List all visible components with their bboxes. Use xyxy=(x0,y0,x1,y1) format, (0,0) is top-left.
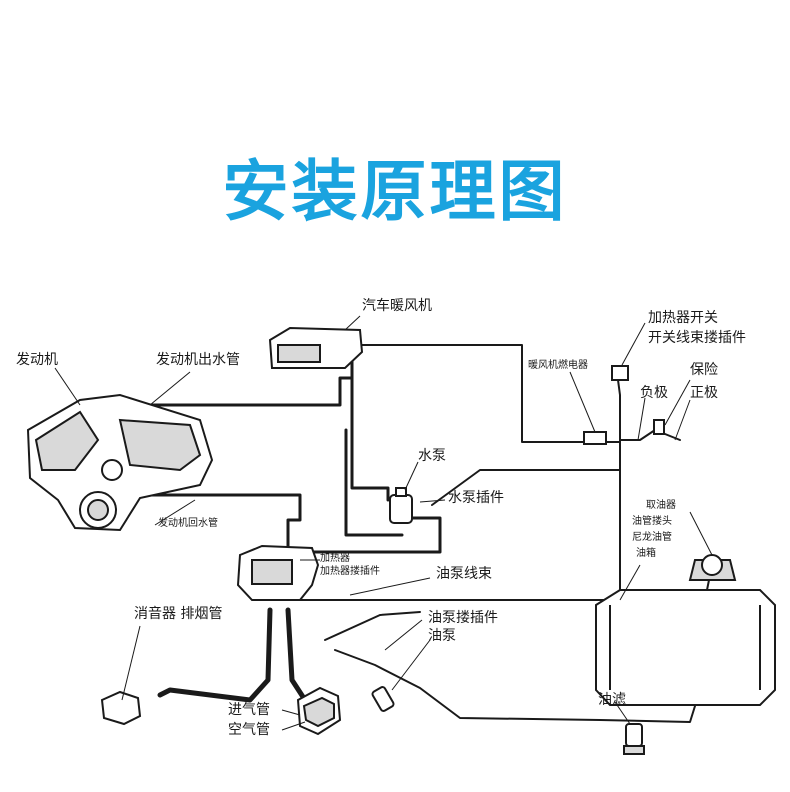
pipe-engine-return xyxy=(128,493,302,550)
heater-unit-shape xyxy=(236,544,320,601)
label-heater: 加热器 xyxy=(320,553,350,564)
wire-fuel-pump xyxy=(324,611,421,641)
leader-engine-outlet xyxy=(149,371,191,406)
label-fuel-pump: 油泵 xyxy=(428,628,456,644)
leader-relay xyxy=(569,371,596,433)
label-fan-relay: 暖风机燃电器 xyxy=(528,360,588,371)
page-title: 安装原理图 xyxy=(222,153,568,230)
leader-positive xyxy=(674,399,691,441)
leader-tank xyxy=(619,564,641,601)
leader-pump xyxy=(391,639,431,691)
label-engine-water-return: 发动机回水管 xyxy=(158,518,218,529)
leader-intake xyxy=(281,709,301,716)
label-water-pump-connector: 水泵插件 xyxy=(448,490,504,506)
label-engine: 发动机 xyxy=(16,352,58,368)
label-fuel-pickup: 取油器 xyxy=(646,500,676,511)
label-fuel-pump-harness: 油泵线束 xyxy=(436,566,492,582)
leader-pump-harness xyxy=(349,577,431,596)
air-filter-shape xyxy=(296,686,342,736)
label-heater-switch: 加热器开关 xyxy=(648,310,718,326)
label-negative: 负极 xyxy=(640,385,668,401)
leader-engine xyxy=(54,367,81,406)
wire-battery xyxy=(619,429,681,441)
fuel-pump-shape xyxy=(371,686,395,712)
wire-switch xyxy=(617,379,621,441)
leader-water-pump xyxy=(404,461,419,491)
fuel-filter-shape xyxy=(623,723,645,755)
engine-shape xyxy=(26,393,214,532)
label-fuel-pipe-connector: 油管搂头 xyxy=(632,516,672,527)
wire-pump-line xyxy=(431,469,621,506)
leader-negative xyxy=(637,397,646,441)
car-heater-box xyxy=(268,326,364,369)
exhaust-hose xyxy=(157,607,273,703)
pipe-left-loop xyxy=(344,428,404,537)
leader-car-heater xyxy=(344,315,361,331)
label-fuel-filter: 油滤 xyxy=(598,692,626,708)
wire-heater-harness xyxy=(361,344,621,443)
leader-switch xyxy=(621,322,646,366)
muffler-shape xyxy=(100,690,142,726)
label-intake-pipe: 进气管 xyxy=(228,702,270,718)
label-muffler-exhaust: 消音器 排烟管 xyxy=(134,606,223,622)
label-air-pipe: 空气管 xyxy=(228,722,270,738)
label-positive: 正极 xyxy=(690,385,718,401)
leader-return xyxy=(154,499,196,526)
label-engine-water-outlet: 发动机出水管 xyxy=(156,352,240,368)
label-fuel-tank: 油箱 xyxy=(636,548,656,559)
label-switch-harness-connector: 开关线束搂插件 xyxy=(648,330,746,346)
intake-hose xyxy=(285,607,308,703)
leader-filter xyxy=(614,701,631,725)
leader-muffler xyxy=(121,625,141,701)
leader-pump-conn xyxy=(384,619,423,651)
water-pump-shape xyxy=(389,487,413,524)
label-nylon-fuel-pipe: 尼龙油管 xyxy=(632,532,672,543)
leader-pickup xyxy=(689,511,713,556)
label-heater-connector: 加热器搂插件 xyxy=(320,566,380,577)
leader-pump-connector xyxy=(419,499,446,503)
pipe-heater-to-pump xyxy=(350,360,390,502)
label-car-heater: 汽车暖风机 xyxy=(362,298,432,314)
label-fuse: 保险 xyxy=(690,362,718,378)
label-fuel-pump-connector: 油泵搂插件 xyxy=(428,610,498,626)
leader-fuse xyxy=(664,379,691,426)
leader-air xyxy=(281,721,306,731)
label-water-pump: 水泵 xyxy=(418,448,446,464)
fuel-tank-shape xyxy=(595,554,776,706)
